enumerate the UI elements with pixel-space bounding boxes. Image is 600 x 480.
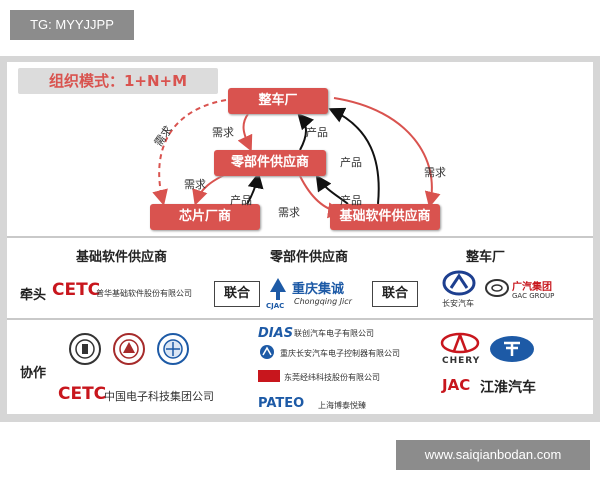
arrow-software-to-parts — [315, 174, 349, 205]
university-emblem-icon-3 — [157, 333, 189, 365]
pateo-name: 上海博泰悦臻 — [318, 401, 366, 410]
changan-name: 长安汽车 — [442, 299, 474, 308]
lead-parts-name: 重庆集诚 — [292, 282, 345, 297]
dias-name: 联创汽车电子有限公司 — [294, 329, 374, 338]
divider-top — [7, 236, 593, 238]
changan-icon — [442, 270, 476, 296]
joint-box-right: 联合 — [372, 281, 418, 307]
collab-software-name: 中国电子科技集团公司 — [104, 390, 214, 403]
jingwei-icon — [258, 370, 280, 382]
gac-name: 广汽集团 — [512, 282, 552, 293]
arrow-oem-to-parts — [237, 113, 253, 152]
arrow-oem-to-software — [333, 97, 441, 208]
faw-icon — [490, 336, 534, 362]
node-software: 基础软件供应商 — [330, 204, 440, 230]
divider-middle — [7, 318, 593, 320]
jingwei-name: 东莞经纬科技股份有限公司 — [284, 373, 380, 382]
watermark-top: TG: MYYJJPP — [10, 10, 134, 40]
edge-label-demand-oem-software: 需求 — [424, 166, 446, 179]
arrow-oem-to-chip — [152, 99, 227, 206]
arrow-parts-to-oem — [297, 113, 314, 151]
jac-logo: JAC — [442, 376, 471, 394]
university-emblem-icon-2 — [113, 333, 145, 365]
lead-parts-name-en: Chongqing Jicr — [294, 297, 352, 306]
node-parts: 零部件供应商 — [214, 150, 326, 176]
header-software: 基础软件供应商 — [76, 250, 168, 265]
diagram-title: 组织模式：1+N+M — [18, 68, 218, 94]
gac-icon — [485, 279, 509, 297]
gac-sub: GAC GROUP — [512, 292, 555, 300]
node-chip: 芯片厂商 — [150, 204, 260, 230]
node-oem: 整车厂 — [228, 88, 328, 114]
pateo-logo: PATEO — [258, 396, 305, 411]
chery-icon — [440, 332, 480, 354]
cetc-logo-lead: CETC — [52, 280, 101, 300]
arrow-software-to-oem — [328, 107, 380, 205]
row-label-collab: 协作 — [20, 366, 47, 381]
edge-label-product-software-oem: 产品 — [340, 156, 362, 169]
edge-label-product-parts-oem: 产品 — [306, 126, 328, 139]
jac-name: 江淮汽车 — [480, 380, 536, 396]
changan-electronics-name: 重庆长安汽车电子控制器有限公司 — [280, 349, 400, 358]
watermark-bottom: www.saiqianbodan.com — [396, 440, 590, 470]
cetc-logo-collab: CETC — [58, 384, 107, 404]
edge-label-demand-parts-chip: 需求 — [184, 178, 206, 191]
lead-software-name: 普华基础软件股份有限公司 — [96, 289, 192, 298]
edge-label-demand-oem-parts: 需求 — [212, 126, 234, 139]
cjac-icon — [270, 278, 286, 300]
chery-logo: CHERY — [442, 356, 481, 366]
cjac-logo-text: CJAC — [266, 302, 285, 310]
dias-logo: DIAS — [258, 326, 294, 341]
header-parts: 零部件供应商 — [270, 250, 349, 265]
edge-label-demand-parts-software: 需求 — [278, 206, 300, 219]
edge-label-product-chip-parts: 产品 — [230, 194, 252, 207]
arrow-chip-to-parts — [245, 172, 264, 207]
university-emblem-icon-1 — [69, 333, 101, 365]
edge-label-product-software-parts: 产品 — [340, 194, 362, 207]
joint-box-left: 联合 — [214, 281, 260, 307]
row-label-lead: 牵头 — [20, 288, 47, 303]
header-oem: 整车厂 — [466, 250, 506, 265]
changan-electronics-icon — [260, 345, 274, 359]
